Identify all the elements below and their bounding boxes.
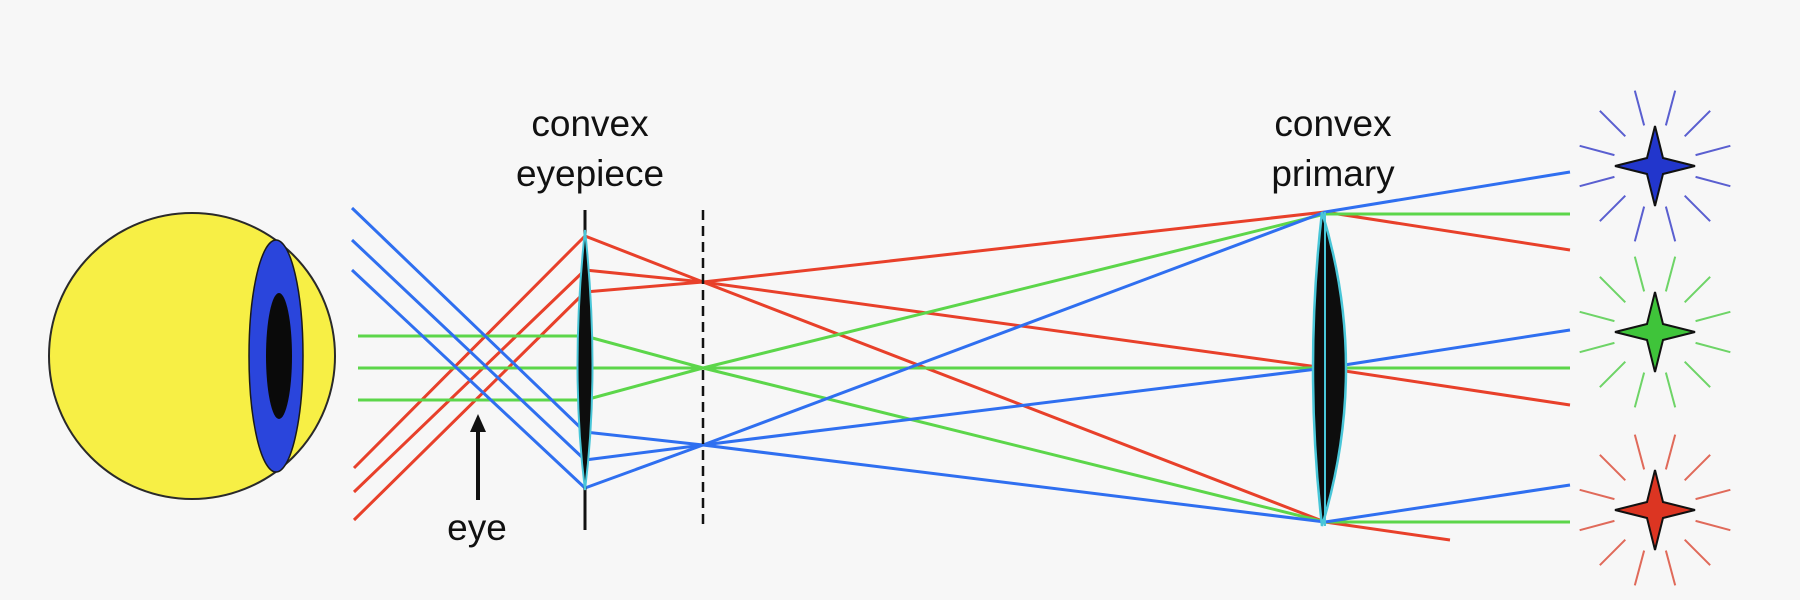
star-ray <box>1579 519 1615 532</box>
stars <box>1579 90 1731 586</box>
star-ray <box>1683 538 1711 566</box>
star-shape <box>1614 469 1696 551</box>
star-shape <box>1614 291 1696 373</box>
star-ray <box>1579 144 1615 157</box>
red-ray <box>352 280 1451 542</box>
star-ray <box>1579 488 1615 501</box>
eyepiece-lens <box>576 210 594 530</box>
star-ray <box>1599 360 1627 388</box>
green-light-rays <box>358 212 1570 524</box>
star-ray <box>1599 538 1627 566</box>
star-ray <box>1683 110 1711 138</box>
primary-lens-body <box>1311 211 1348 527</box>
blue-star <box>1579 90 1731 242</box>
eyeball <box>48 212 336 500</box>
primary-label-line2: primary <box>1271 153 1395 194</box>
primary-label-line1: convex <box>1274 103 1392 144</box>
red-light-rays <box>352 210 1571 542</box>
star-ray <box>1664 256 1677 292</box>
star-ray <box>1683 194 1711 222</box>
star-ray <box>1695 175 1731 188</box>
star-ray <box>1664 372 1677 408</box>
star-ray <box>1695 341 1731 354</box>
star-ray <box>1695 310 1731 323</box>
star-ray <box>1633 206 1646 242</box>
eyepiece-label-line2: eyepiece <box>516 153 664 194</box>
star-ray <box>1664 90 1677 126</box>
eye-label: eye <box>447 507 507 548</box>
blue-light-rays <box>350 170 1571 524</box>
eyepiece-lens-body <box>576 229 594 491</box>
star-ray <box>1633 434 1646 470</box>
primary-lens <box>1311 211 1348 527</box>
eye-pupil <box>266 293 292 419</box>
star-ray <box>1695 488 1731 501</box>
green-ray <box>358 212 1570 370</box>
green-ray <box>358 366 1570 524</box>
star-ray <box>1599 110 1627 138</box>
star-ray <box>1664 550 1677 586</box>
star-ray <box>1579 310 1615 323</box>
eye-position-arrow <box>470 414 486 500</box>
star-ray <box>1683 360 1711 388</box>
star-ray <box>1664 434 1677 470</box>
star-ray <box>1579 341 1615 354</box>
green-star <box>1579 256 1731 408</box>
star-ray <box>1695 144 1731 157</box>
eyepiece-label-line1: convex <box>531 103 649 144</box>
blue-ray <box>350 238 1571 462</box>
star-ray <box>1633 550 1646 586</box>
star-ray <box>1633 256 1646 292</box>
star-ray <box>1683 454 1711 482</box>
red-star <box>1579 434 1731 586</box>
star-ray <box>1664 206 1677 242</box>
star-ray <box>1599 194 1627 222</box>
star-ray <box>1633 372 1646 408</box>
star-ray <box>1633 90 1646 126</box>
star-shape <box>1614 125 1696 207</box>
star-ray <box>1579 175 1615 188</box>
star-ray <box>1599 454 1627 482</box>
star-ray <box>1599 276 1627 304</box>
star-ray <box>1683 276 1711 304</box>
star-ray <box>1695 519 1731 532</box>
blue-ray <box>350 268 1571 524</box>
